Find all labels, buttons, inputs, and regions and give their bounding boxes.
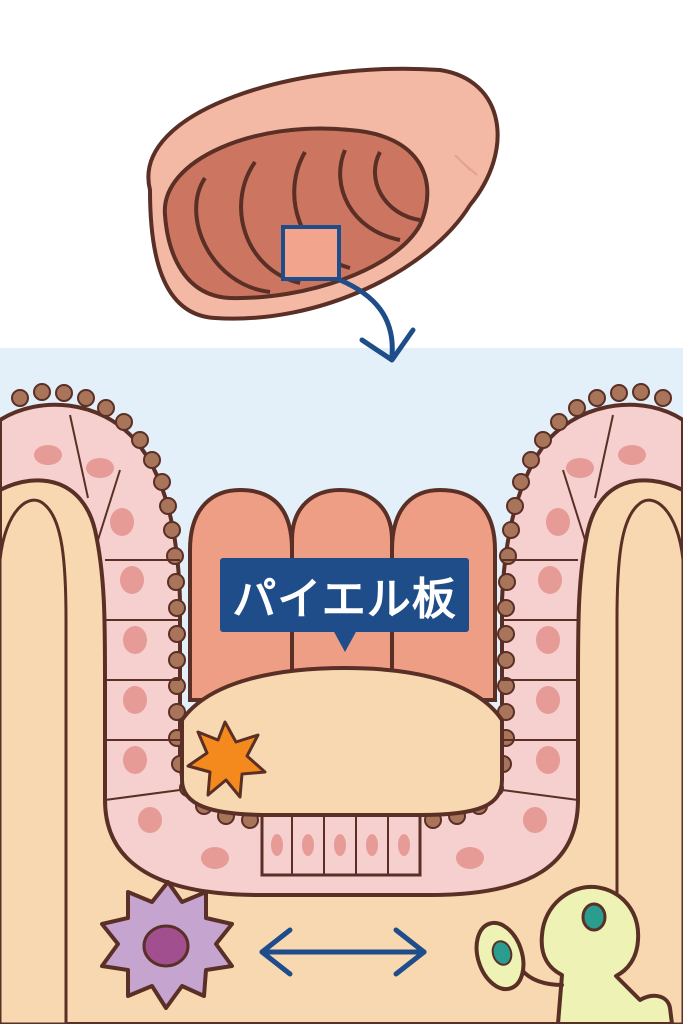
pointer-arrow-icon [337,277,416,363]
epithelial-cell-borders [69,414,614,801]
dome-region [180,665,504,817]
intestine-cross-section-icon [146,66,500,321]
double-arrow-icon [259,927,427,977]
villus-core-left [0,498,68,1024]
epithelial-nuclei [34,445,646,869]
label-pointer [333,630,357,652]
peyers-patch-label: パイエル板 [220,558,469,632]
dendritic-cell-icon [100,880,234,1010]
m-cell-row [260,813,422,877]
antigen-star-icon [186,720,267,799]
peyers-patch-label-text: パイエル板 [232,574,457,625]
lymphocyte-icon [474,884,674,1024]
villus-core-right [615,498,683,1024]
